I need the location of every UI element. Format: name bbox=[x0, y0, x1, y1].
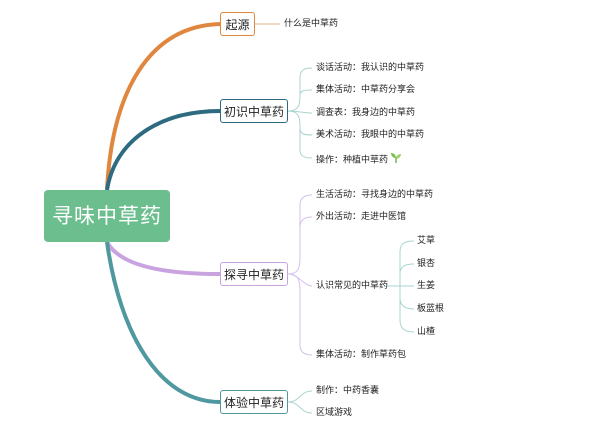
connector-herb-leaves bbox=[386, 240, 415, 333]
connector-explore-leaves bbox=[287, 194, 313, 356]
leaf-explore-outing[interactable]: 外出活动：走进中医馆 bbox=[316, 212, 407, 222]
leaf-herb-shengjiang[interactable]: 生姜 bbox=[417, 281, 436, 291]
leaf-explore-common[interactable]: 认识常见的中草药 bbox=[316, 281, 389, 291]
connector-know bbox=[105, 109, 221, 191]
connector-know-leaves bbox=[287, 67, 313, 159]
leaf-know-plant[interactable]: 操作：种植中草药 bbox=[316, 152, 402, 168]
root-topic[interactable]: 寻味中草药 bbox=[44, 190, 170, 242]
leaf-what-is-herb[interactable]: 什么是中草药 bbox=[284, 19, 339, 29]
leaf-know-talk[interactable]: 谈话活动：我认识的中草药 bbox=[316, 63, 425, 73]
connector-origin bbox=[105, 22, 221, 191]
leaf-herb-yinxing[interactable]: 银杏 bbox=[417, 259, 436, 269]
leaf-exp-game[interactable]: 区域游戏 bbox=[316, 408, 353, 418]
leaf-exp-sachet[interactable]: 制作：中药香囊 bbox=[316, 386, 380, 396]
branch-experience[interactable]: 体验中草药 bbox=[220, 390, 288, 414]
leaf-explore-life[interactable]: 生活活动：寻找身边的中草药 bbox=[316, 190, 434, 200]
leaf-know-art[interactable]: 美术活动：我眼中的中草药 bbox=[316, 130, 425, 140]
leaf-explore-pack[interactable]: 集体活动：制作草药包 bbox=[316, 350, 407, 360]
connector-exp-leaves bbox=[287, 390, 313, 414]
leaf-know-plant-label: 操作：种植中草药 bbox=[316, 155, 389, 166]
connector-explore bbox=[105, 240, 221, 276]
connector-exp bbox=[105, 241, 221, 404]
leaf-herb-banlangen[interactable]: 板蓝根 bbox=[417, 304, 445, 314]
branch-know[interactable]: 初识中草药 bbox=[220, 99, 288, 123]
leaf-know-share[interactable]: 集体活动：中草药分享会 bbox=[316, 85, 416, 95]
branch-explore[interactable]: 探寻中草药 bbox=[220, 262, 288, 286]
leaf-herb-aicao[interactable]: 艾草 bbox=[417, 236, 436, 246]
herb-sprout-icon bbox=[390, 152, 402, 168]
leaf-herb-shanzha[interactable]: 山楂 bbox=[417, 327, 436, 337]
branch-origin[interactable]: 起源 bbox=[220, 12, 255, 36]
leaf-know-survey[interactable]: 调查表：我身边的中草药 bbox=[316, 108, 416, 118]
